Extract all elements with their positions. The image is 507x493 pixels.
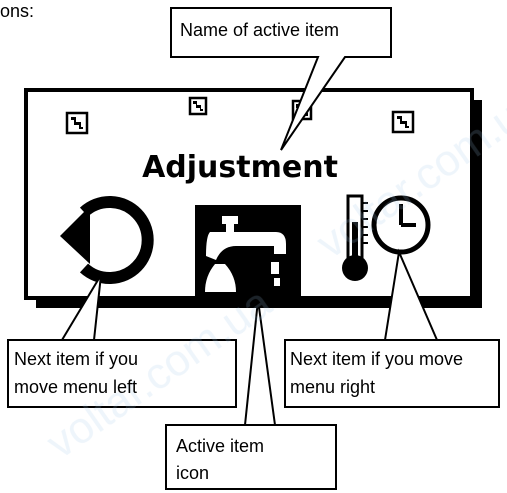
indicator-icon [391,110,415,134]
callout-right-line2: menu right [290,377,376,397]
callout-right-line1: Next item if you move [290,349,464,369]
thermometer-clock-icon [342,194,431,281]
active-item-name: Adjustment [142,150,338,185]
callout-name-label: Name of active item [180,20,340,40]
callout-active-icon-line2: icon [176,463,210,483]
callout-left-line2: move menu left [14,377,138,397]
callout-shapes [7,7,500,490]
water-tap-icon [195,205,301,301]
indicator-icon [65,111,89,135]
indicator-icons [65,96,415,135]
callout-left-line1: Next item if you [14,349,139,369]
indicator-icon [188,96,208,116]
rotate-left-icon [60,196,154,284]
cropped-heading-text: ons: [0,1,35,21]
callout-active-icon-line1: Active item [176,436,265,456]
